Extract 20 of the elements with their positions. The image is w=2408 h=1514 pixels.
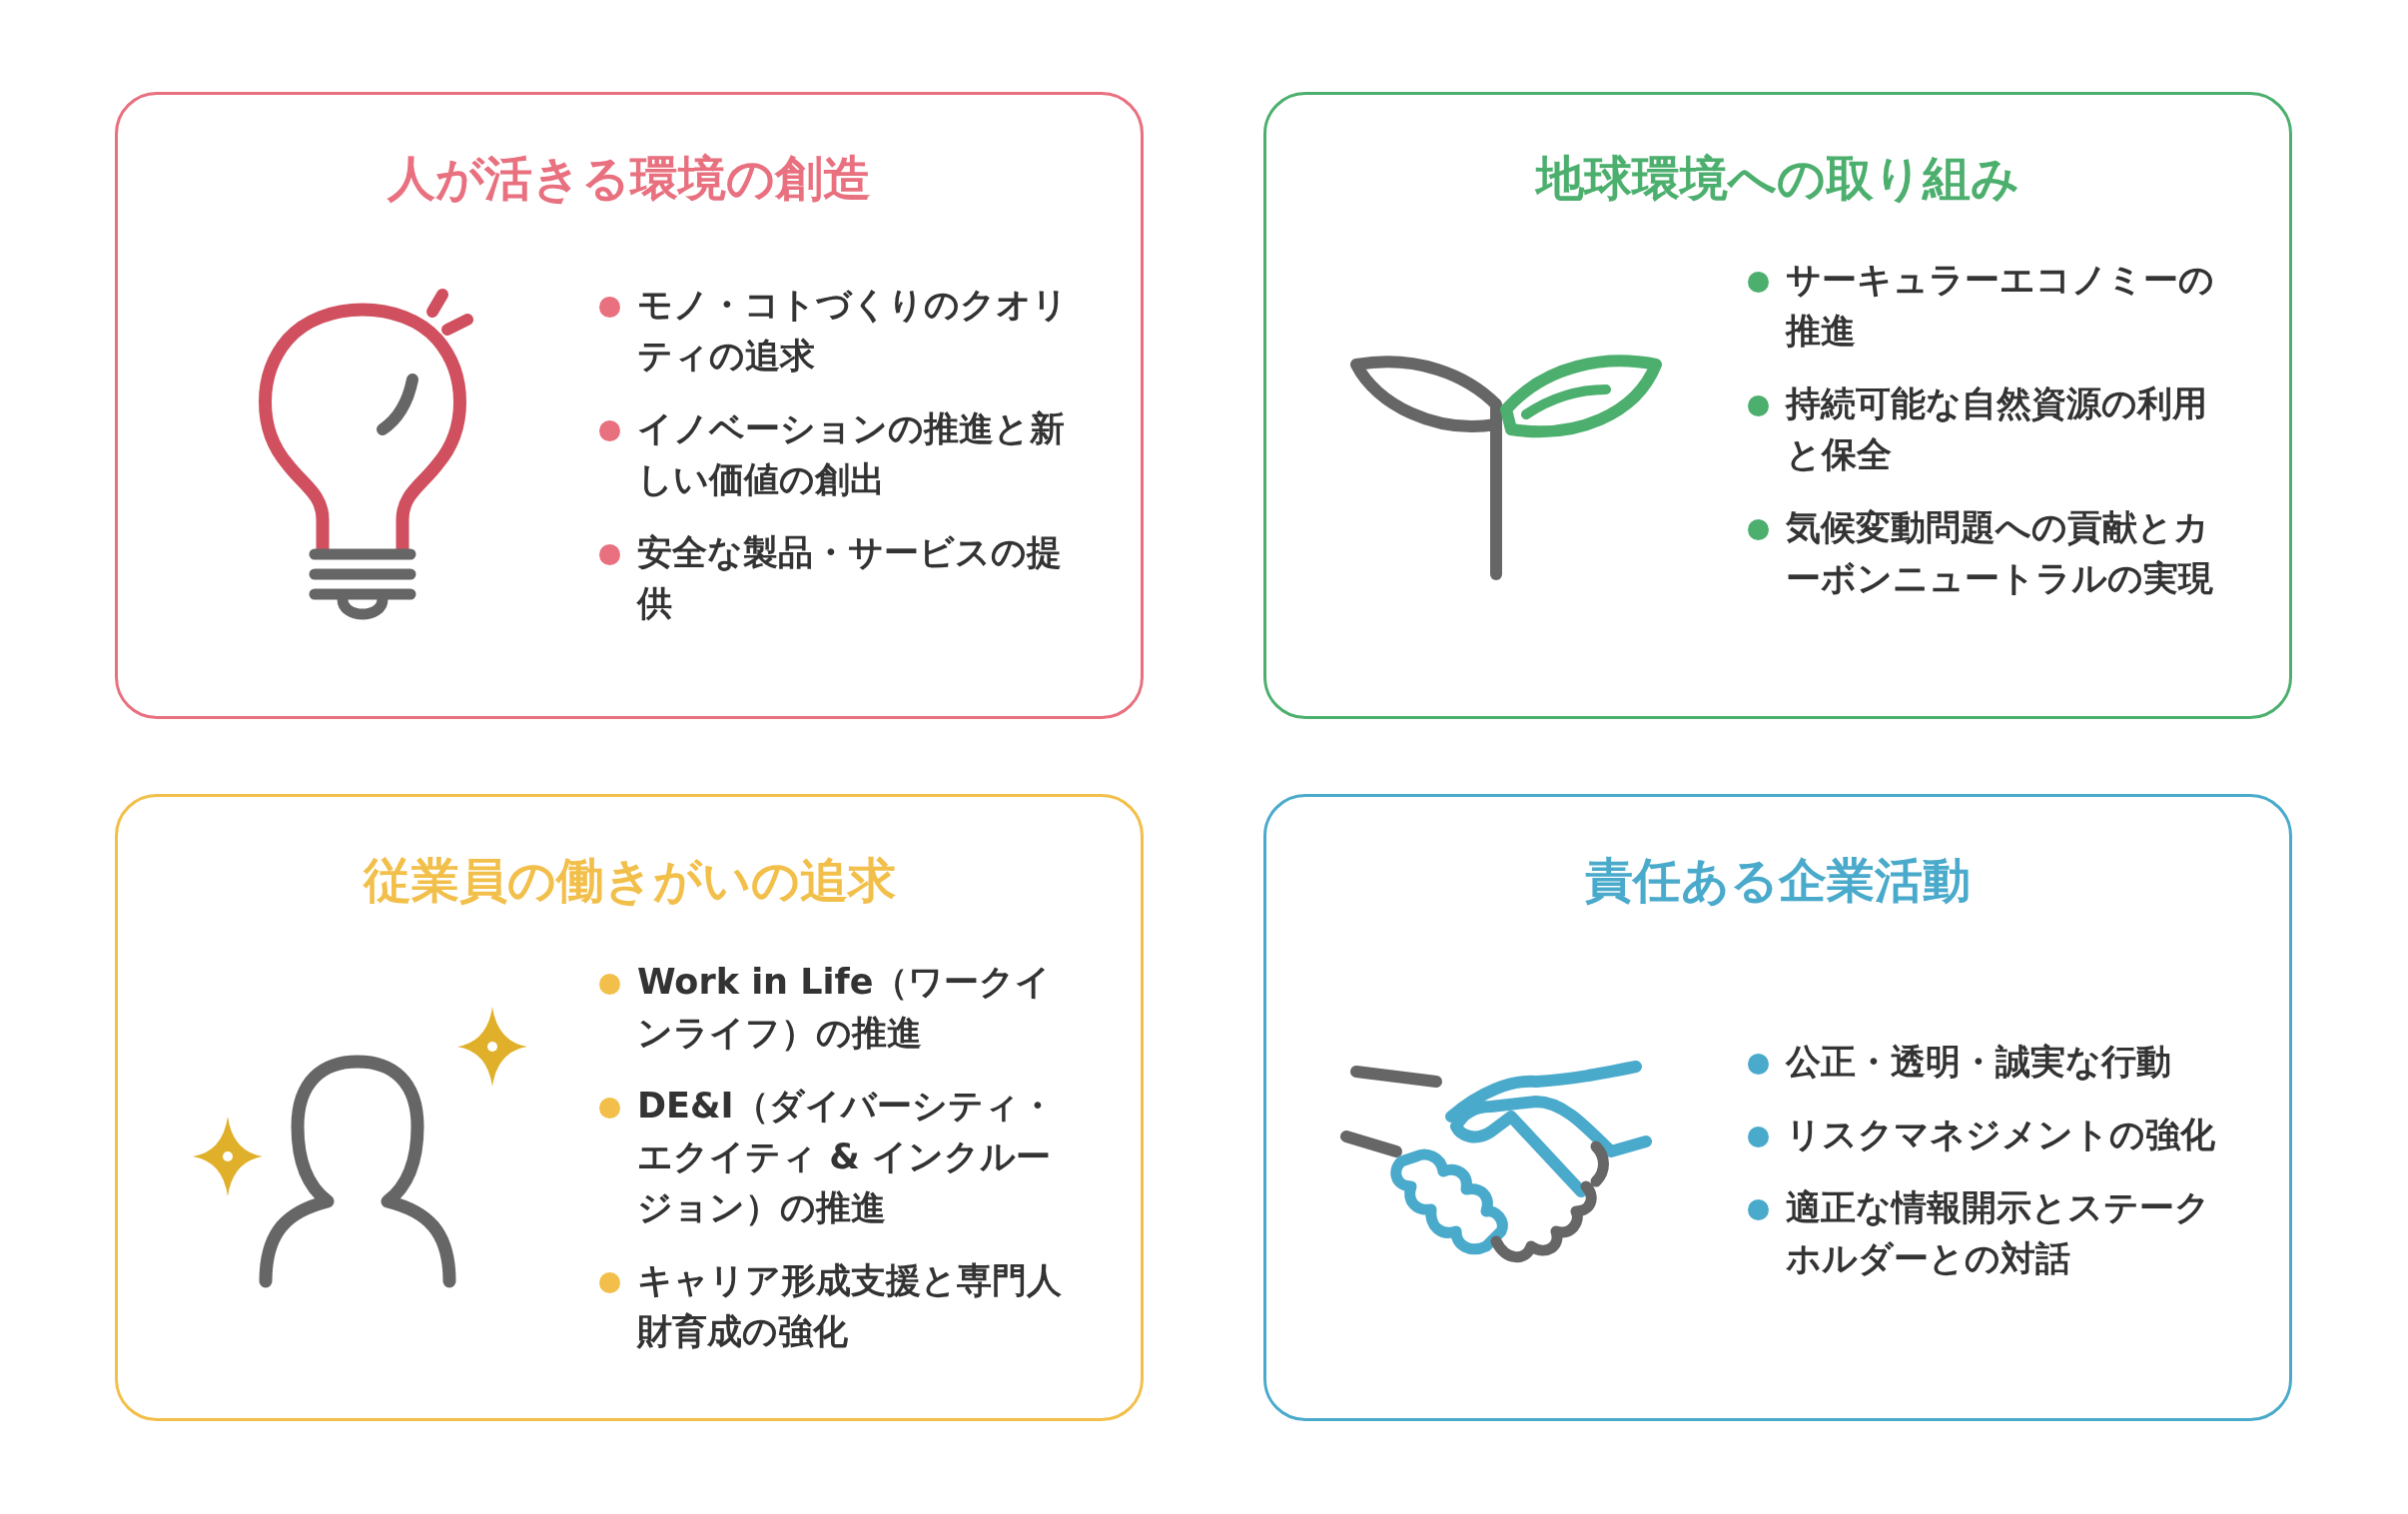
- card: [1263, 92, 2292, 719]
- bullet-item: サーキュラーエコノミーの推進: [1748, 255, 2227, 357]
- bullet-item: DE&I（ダイバーシティ・エクイティ & インクルージョン）の推進: [599, 1081, 1069, 1233]
- card-title: 責任ある企業活動: [1584, 851, 1972, 910]
- bullet-item: リスクマネジメントの強化: [1748, 1110, 2227, 1160]
- bullet-item: イノベーションの推進と新しい価値の創出: [599, 403, 1069, 505]
- bullet-item: キャリア形成支援と専門人財育成の強化: [599, 1255, 1069, 1357]
- bullet-item: モノ・コトづくりのクオリティの追求: [599, 280, 1069, 381]
- card: [115, 92, 1144, 719]
- bullet-item: 適正な情報開示とステークホルダーとの対話: [1748, 1182, 2227, 1284]
- bullet-item: 公正・透明・誠実な行動: [1748, 1037, 2227, 1088]
- bullet-item: 持続可能な自然資源の利用と保全: [1748, 378, 2227, 480]
- card-title: 人が活きる環境の創造: [386, 149, 872, 208]
- card-title: 地球環境への取り組み: [1533, 149, 2020, 208]
- card: [115, 794, 1144, 1421]
- bullet-item: 気候変動問題への貢献とカーボンニュートラルの実現: [1748, 502, 2227, 604]
- card: [1263, 794, 2292, 1421]
- card-title: 従業員の働きがいの追求: [362, 851, 897, 910]
- bullet-item: Work in Life（ワークインライフ）の推進: [599, 957, 1069, 1059]
- bullet-item: 安全な製品・サービスの提供: [599, 527, 1069, 629]
